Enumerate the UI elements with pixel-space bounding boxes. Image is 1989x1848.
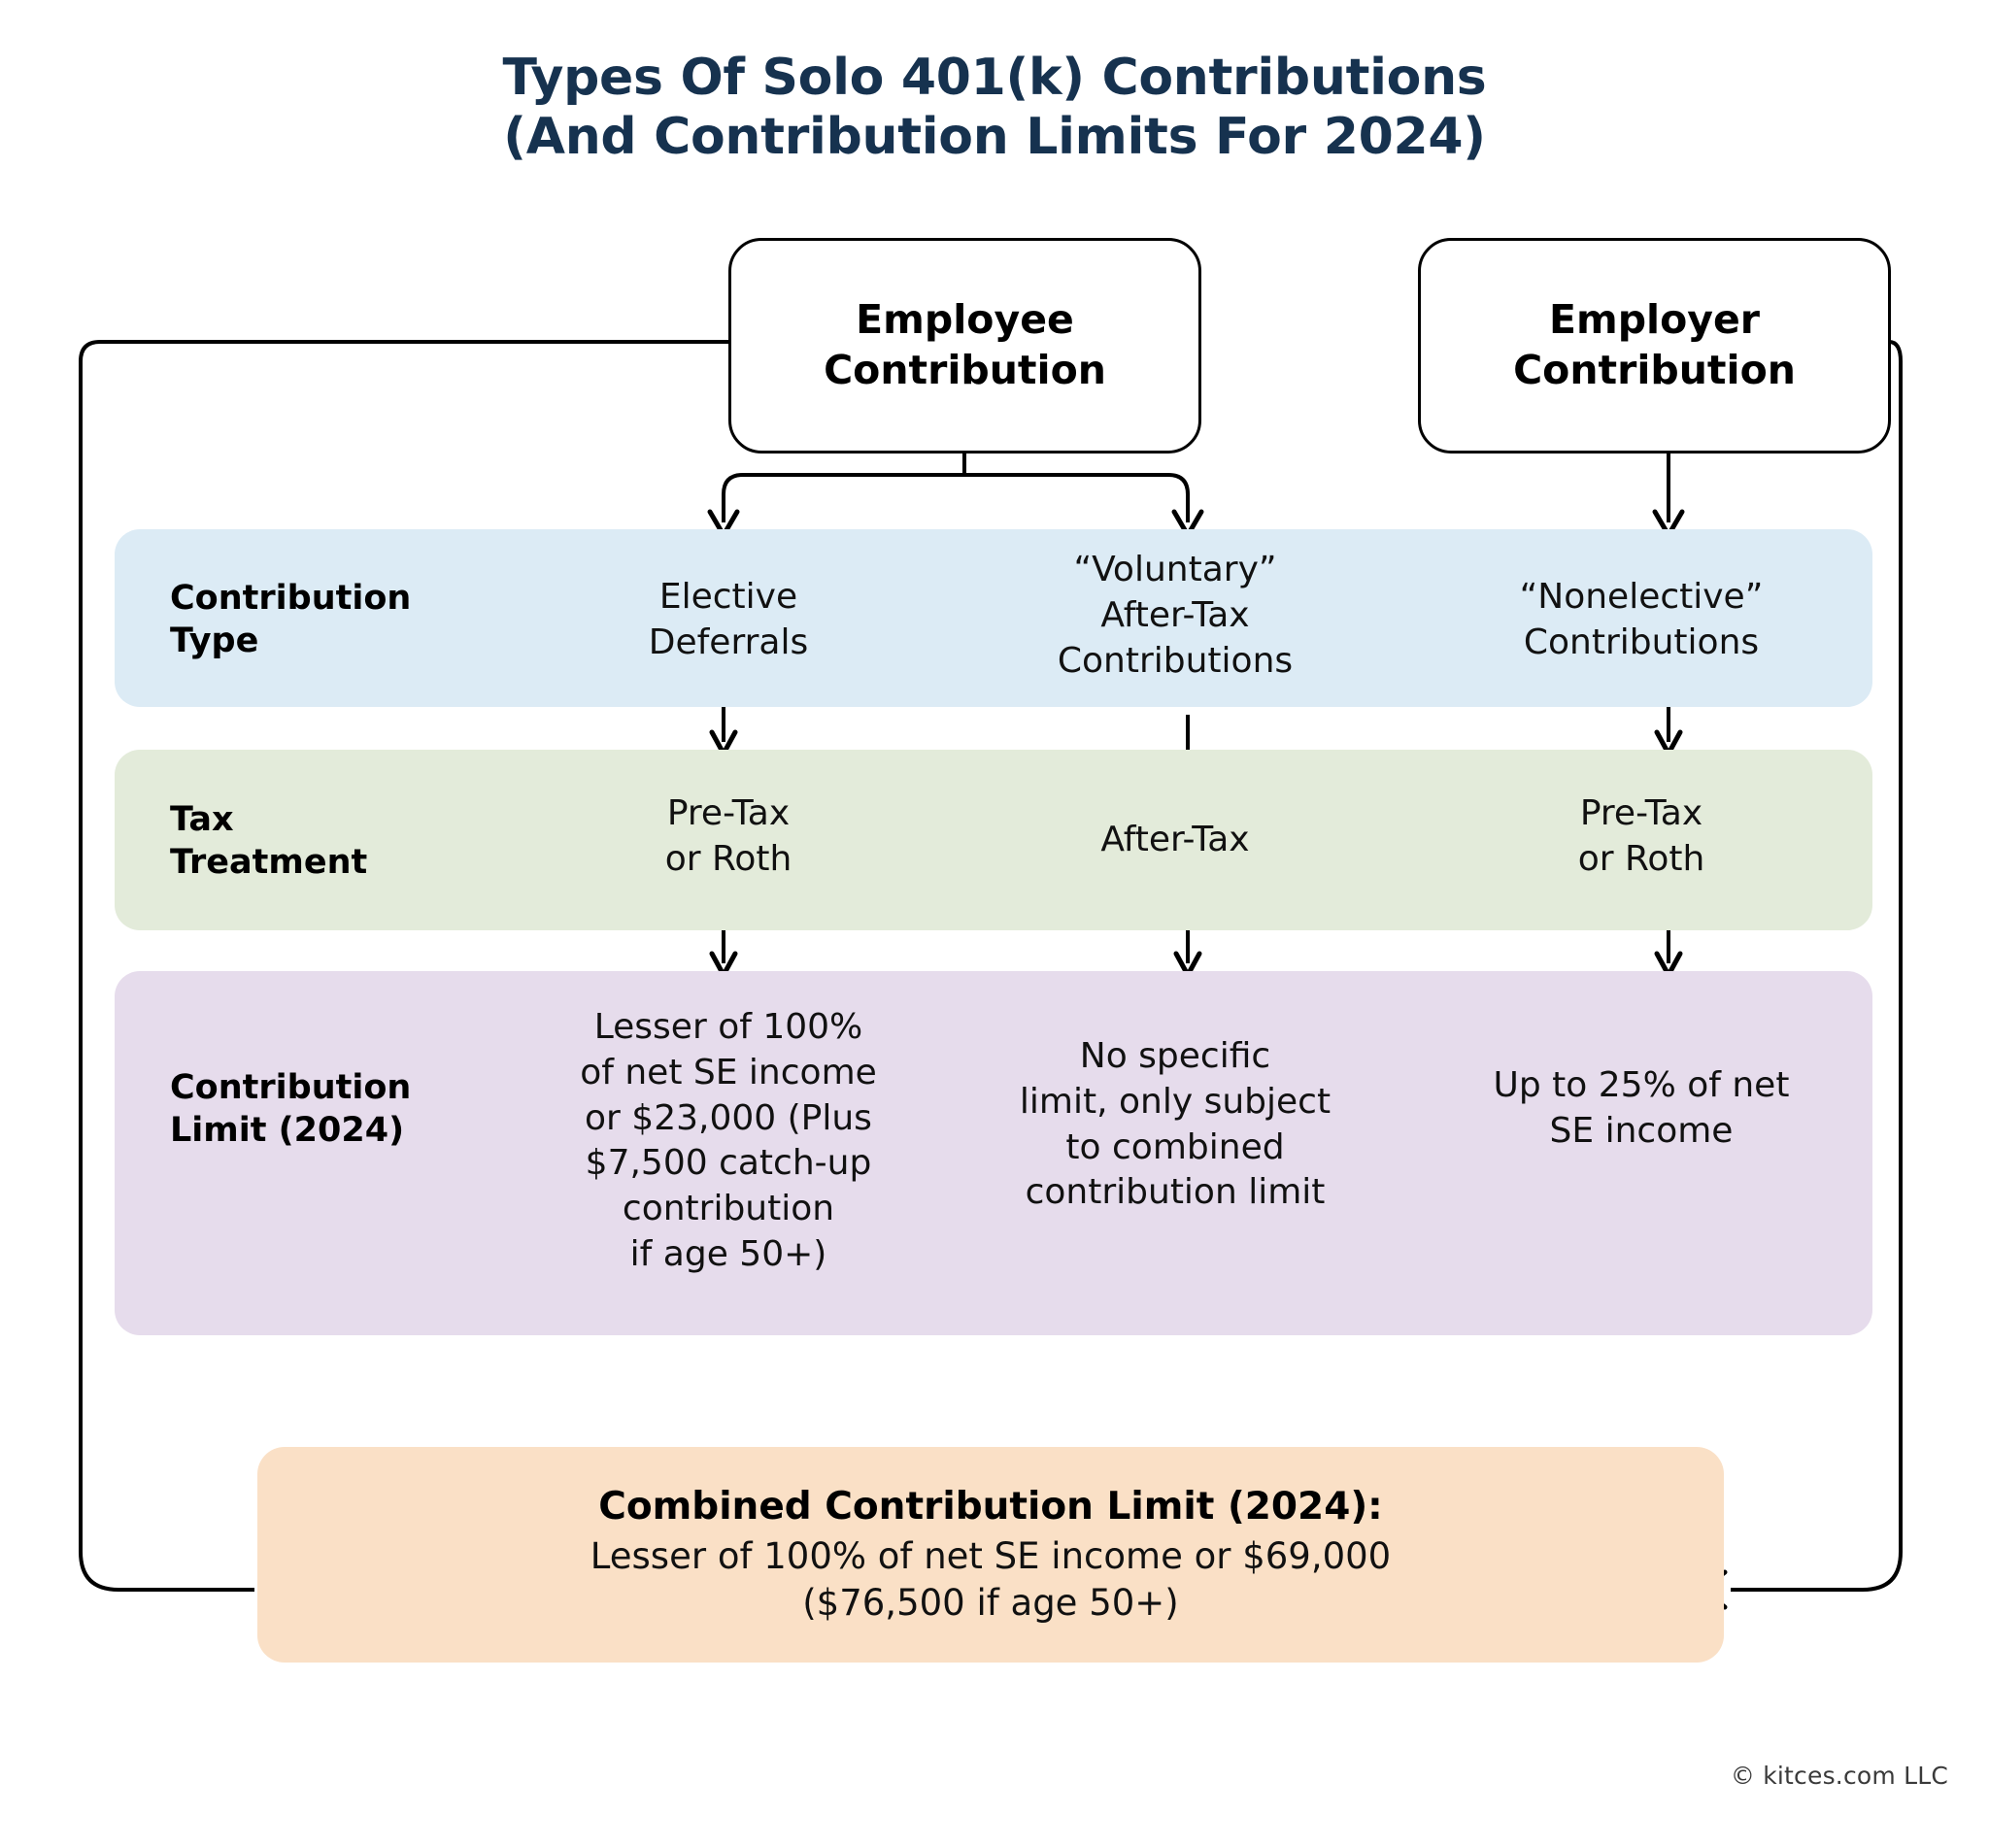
cell-limit-elective-deferrals: Lesser of 100% of net SE income or $23,0… [580,1007,877,1274]
cell-tax-nonelective: Pre-Tax or Roth [1577,793,1705,879]
band-contribution-limit [115,971,1872,1335]
copyright-credit: © kitces.com LLC [1730,1762,1948,1790]
cell-type-nonelective: “Nonelective” Contributions [1519,577,1764,662]
combined-limit-heading: Combined Contribution Limit (2024): [598,1484,1383,1529]
page-title: Types Of Solo 401(k) Contributions (And … [0,49,1989,168]
bracket-left-path [79,340,730,1592]
employee-contribution-label: Employee Contribution [824,296,1106,393]
cell-type-elective-deferrals: Elective Deferrals [648,577,809,662]
title-line-1: Types Of Solo 401(k) Contributions [502,49,1487,107]
row-label-contribution-type: Contribution Type [170,579,412,661]
band-contribution-type [115,529,1872,707]
employer-contribution-label: Employer Contribution [1513,296,1796,393]
bracket-right-path [1731,340,1903,1592]
row-label-contribution-limit: Contribution Limit (2024) [170,1068,412,1151]
cell-limit-voluntary-after-tax: No specific limit, only subject to combi… [1019,1036,1332,1213]
title-line-2: (And Contribution Limits For 2024) [503,108,1486,167]
band-tax-treatment [115,750,1872,930]
cell-type-voluntary-after-tax: “Voluntary” After-Tax Contributions [1057,550,1294,681]
employer-contribution-box[interactable]: Employer Contribution [1418,238,1891,454]
employee-branch-right [964,473,1190,522]
combined-limit-body: Lesser of 100% of net SE income or $69,0… [590,1534,1392,1624]
employee-contribution-box[interactable]: Employee Contribution [728,238,1201,454]
combined-contribution-limit-box: Combined Contribution Limit (2024): Less… [257,1447,1724,1663]
cell-limit-nonelective: Up to 25% of net SE income [1493,1065,1790,1151]
row-label-tax-treatment: Tax Treatment [170,800,368,883]
cell-tax-elective-deferrals: Pre-Tax or Roth [664,793,792,879]
employee-branch-left [722,473,964,522]
cell-tax-voluntary-after-tax: After-Tax [1100,820,1250,859]
